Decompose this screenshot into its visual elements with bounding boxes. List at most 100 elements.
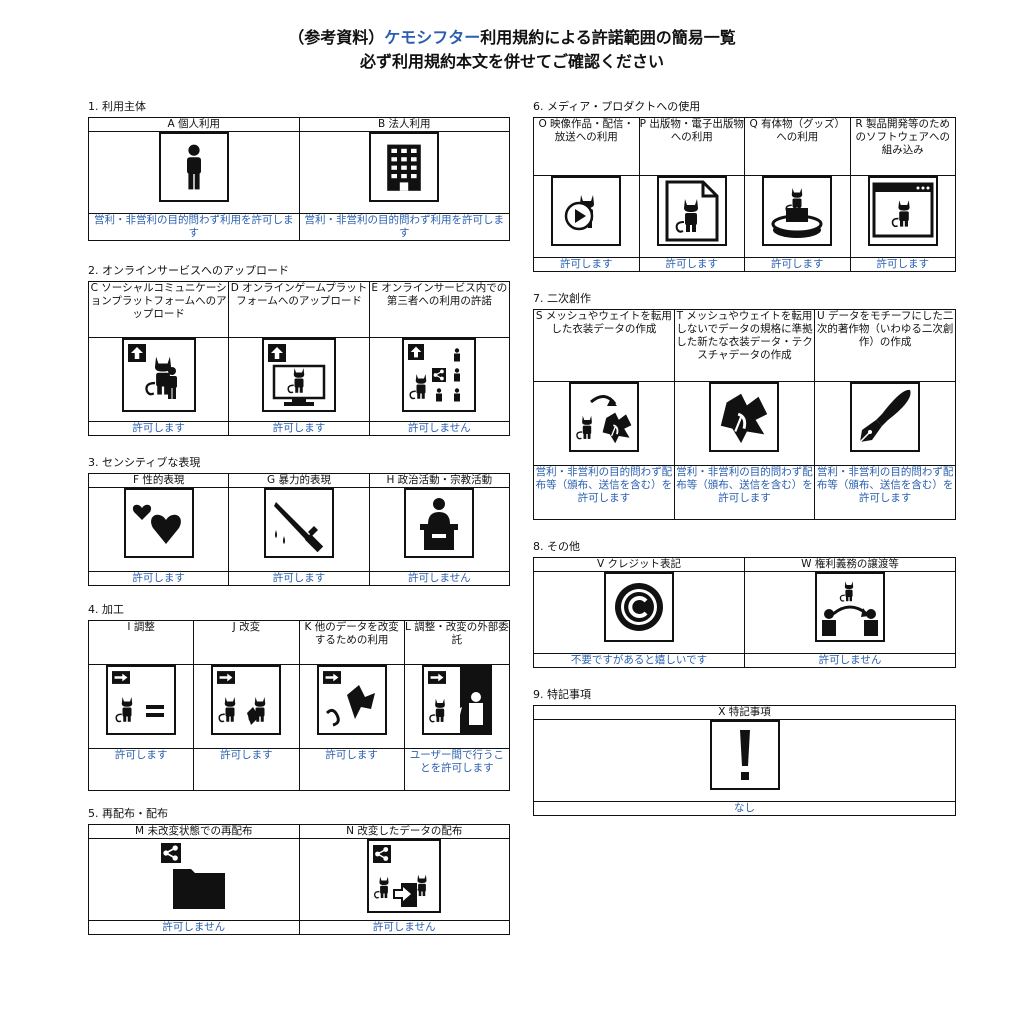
item-label-w: W 権利義務の譲渡等	[744, 557, 956, 572]
knife-icon	[263, 488, 334, 558]
item-result-i: 許可します	[87, 748, 195, 791]
item-label-f: F 性的表現	[87, 473, 230, 488]
upload-sns-icon	[121, 338, 196, 412]
podium-icon	[404, 488, 475, 558]
title-brand: ケモシフター	[384, 28, 481, 47]
office-building-icon	[369, 132, 440, 202]
item-result-x: なし	[533, 801, 956, 816]
item-result-s: 営利・非営利の目的問わず配布等（頒布、送信を含む）を許可します	[533, 465, 675, 520]
item-label-i: I 調整	[87, 620, 195, 665]
permission-table: X 特記事項 なし	[533, 705, 956, 816]
fountain-pen-icon	[850, 382, 921, 452]
item-result-a: 営利・非営利の目的問わず利用を許可します	[88, 213, 300, 241]
permission-table: A 個人利用 B 法人利用 営利・非営利の目的問わず利用を許可します 営利・非営…	[88, 117, 510, 241]
section-title: 5. 再配布・配布	[88, 807, 168, 820]
software-icon	[867, 176, 938, 246]
section-title: 6. メディア・プロダクトへの使用	[533, 100, 701, 113]
section-title: 3. センシティブな表現	[88, 456, 201, 469]
exclamation-icon	[709, 720, 780, 790]
figure-goods-icon	[762, 176, 833, 246]
video-icon	[551, 176, 622, 246]
section-4-processing: 4. 加工 I 調整 J 改変 K 他のデータを改変するための利用 L 調整・改…	[87, 603, 511, 791]
costume-new-icon	[709, 382, 780, 452]
title-line-2: 必ず利用規約本文を併せてご確認ください	[359, 52, 664, 71]
section-2-online-upload: 2. オンラインサービスへのアップロード C ソーシャルコミュニケーションプラッ…	[87, 264, 511, 436]
adjust-icon	[106, 665, 177, 735]
permission-table: I 調整 J 改変 K 他のデータを改変するための利用 L 調整・改変の外部委託…	[87, 620, 511, 791]
transfer-icon	[815, 572, 885, 642]
item-result-b: 営利・非営利の目的問わず利用を許可します	[298, 213, 510, 241]
item-result-l: ユーザー間で行うことを許可します	[403, 748, 511, 791]
section-3-sensitive: 3. センシティブな表現 F 性的表現 G 暴力的表現 H 政治活動・宗教活動 …	[87, 456, 511, 586]
item-label-h: H 政治活動・宗教活動	[368, 473, 511, 488]
title-suffix: 利用規約による許諾範囲の簡易一覧	[480, 28, 736, 47]
redistribute-icon	[156, 839, 231, 913]
costume-convert-icon	[568, 382, 639, 452]
item-result-t: 営利・非営利の目的問わず配布等（頒布、送信を含む）を許可します	[673, 465, 816, 520]
publication-icon	[656, 176, 727, 246]
section-7-derivative: 7. 二次創作 S メッシュやウェイトを転用した衣装データの作成 T メッシュや…	[533, 292, 956, 520]
item-label-d: D オンラインゲームプラットフォームへのアップロード	[228, 281, 370, 338]
item-label-k: K 他のデータを改変するための利用	[298, 620, 405, 665]
item-result-n: 許可しません	[298, 920, 510, 935]
section-8-other: 8. その他 V クレジット表記 W 権利義務の譲渡等 不要ですがあると嬉しいで…	[533, 540, 956, 668]
item-result-k: 許可します	[298, 748, 405, 791]
title-line-1: （参考資料）ケモシフター利用規約による許諾範囲の簡易一覧	[0, 26, 1024, 50]
permission-table: F 性的表現 G 暴力的表現 H 政治活動・宗教活動 許可します 許可します 許…	[87, 473, 511, 586]
item-result-r: 許可します	[849, 257, 956, 272]
copyright-icon	[604, 572, 674, 642]
item-label-s: S メッシュやウェイトを転用した衣装データの作成	[533, 309, 675, 382]
item-result-c: 許可します	[87, 421, 230, 436]
item-label-r: R 製品開発等のためのソフトウェアへの組み込み	[849, 117, 956, 176]
item-result-q: 許可します	[744, 257, 851, 272]
modify-icon	[211, 665, 282, 735]
item-label-g: G 暴力的表現	[228, 473, 370, 488]
hearts-icon	[123, 488, 194, 558]
section-5-redistribution: 5. 再配布・配布 M 未改変状態での再配布 N 改変したデータの配布 許可しま…	[88, 807, 510, 935]
permission-table: V クレジット表記 W 権利義務の譲渡等 不要ですがあると嬉しいです 許可しませ…	[533, 557, 956, 668]
permission-table: M 未改変状態での再配布 N 改変したデータの配布 許可しません 許可しません	[88, 824, 510, 935]
section-6-media-product: 6. メディア・プロダクトへの使用 O 映像作品・配信・放送への利用 P 出版物…	[533, 100, 956, 272]
item-result-e: 許可しません	[368, 421, 511, 436]
item-label-b: B 法人利用	[298, 117, 510, 132]
item-result-o: 許可します	[533, 257, 640, 272]
section-title: 1. 利用主体	[88, 100, 146, 113]
item-label-c: C ソーシャルコミュニケーションプラットフォームへのアップロード	[87, 281, 230, 338]
item-label-m: M 未改変状態での再配布	[88, 824, 300, 839]
section-title: 7. 二次創作	[533, 292, 591, 305]
section-9-special-notes: 9. 特記事項 X 特記事項 なし	[533, 688, 956, 816]
distribute-modified-icon	[367, 839, 442, 913]
upload-game-icon	[261, 338, 336, 412]
title-prefix: （参考資料）	[288, 28, 385, 47]
page-title: （参考資料）ケモシフター利用規約による許諾範囲の簡易一覧 必ず利用規約本文を併せ…	[0, 26, 1024, 74]
item-result-g: 許可します	[228, 571, 370, 586]
item-result-m: 許可しません	[88, 920, 300, 935]
item-label-e: E オンラインサービス内での第三者への利用の許諾	[368, 281, 511, 338]
item-label-j: J 改変	[193, 620, 300, 665]
permission-table: O 映像作品・配信・放送への利用 P 出版物・電子出版物への利用 Q 有体物（グ…	[533, 117, 956, 272]
upload-share-icon	[402, 338, 477, 412]
item-result-w: 許可しません	[744, 653, 956, 668]
item-result-v: 不要ですがあると嬉しいです	[533, 653, 745, 668]
item-label-n: N 改変したデータの配布	[298, 824, 510, 839]
item-result-f: 許可します	[87, 571, 230, 586]
section-title: 8. その他	[533, 540, 580, 553]
permission-table: S メッシュやウェイトを転用した衣装データの作成 T メッシュやウェイトを転用し…	[533, 309, 956, 520]
item-result-d: 許可します	[228, 421, 370, 436]
item-label-o: O 映像作品・配信・放送への利用	[533, 117, 640, 176]
item-label-v: V クレジット表記	[533, 557, 745, 572]
section-title: 4. 加工	[88, 603, 124, 616]
item-result-u: 営利・非営利の目的問わず配布等（頒布、送信を含む）を許可します	[814, 465, 956, 520]
item-label-q: Q 有体物（グッズ）への利用	[744, 117, 851, 176]
section-title: 2. オンラインサービスへのアップロード	[88, 264, 289, 277]
person-icon	[158, 132, 229, 202]
section-1-user-type: 1. 利用主体 A 個人利用 B 法人利用 営利・非営利の目的問わず利用を許可し…	[88, 100, 510, 241]
item-label-a: A 個人利用	[88, 117, 300, 132]
item-label-u: U データをモチーフにした二次的著作物（いわゆる二次創作）の作成	[814, 309, 956, 382]
outsource-icon	[421, 665, 492, 735]
modify-other-icon	[316, 665, 387, 735]
item-label-t: T メッシュやウェイトを転用しないでデータの規格に準拠した新たな衣装データ・テク…	[673, 309, 816, 382]
item-result-j: 許可します	[193, 748, 300, 791]
section-title: 9. 特記事項	[533, 688, 591, 701]
item-label-p: P 出版物・電子出版物への利用	[638, 117, 745, 176]
